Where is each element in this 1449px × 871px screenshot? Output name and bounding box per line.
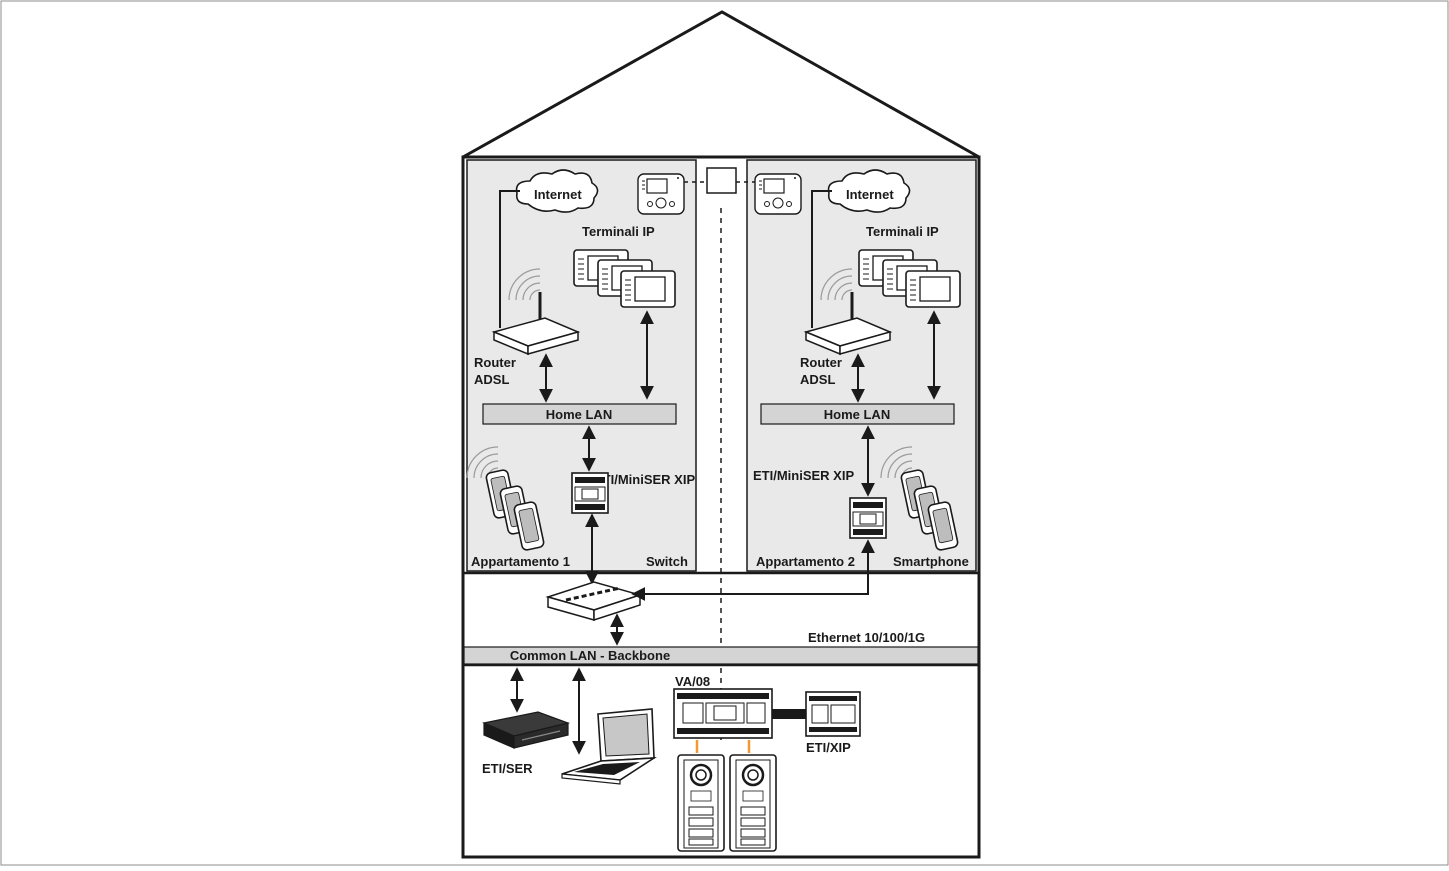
eti-ser-label: ETI/SER: [482, 761, 533, 776]
va08-device-icon: [673, 688, 773, 739]
laptop-icon: [561, 708, 657, 785]
home-lan-label-right: Home LAN: [824, 407, 890, 422]
internet-label-left: Internet: [534, 187, 582, 202]
router-icon-right: [803, 317, 893, 356]
router-icon-left: [491, 317, 581, 356]
adsl-label-left: ADSL: [474, 372, 509, 387]
ethernet-label: Ethernet 10/100/1G: [808, 630, 925, 645]
eti-miniser-label-left: ETI/MiniSER XIP: [594, 472, 695, 487]
eti-xip-label: ETI/XIP: [806, 740, 851, 755]
home-lan-bar-right: [760, 403, 955, 425]
home-lan-label-left: Home LAN: [546, 407, 612, 422]
router-label-left: Router: [474, 355, 516, 370]
internet-line-left: [499, 190, 520, 328]
appartamento-1-label: Appartamento 1: [471, 554, 570, 569]
common-lan-backbone-bar: [463, 646, 979, 665]
va08-label: VA/08: [675, 674, 710, 689]
adsl-label-right: ADSL: [800, 372, 835, 387]
cloud-icon-right: [827, 169, 911, 213]
entrance-panel-icon-2: [728, 753, 778, 853]
router-label-right: Router: [800, 355, 842, 370]
switch-label: Switch: [646, 554, 688, 569]
arrow-eti-right-switch: [631, 539, 875, 601]
terminali-ip-label-right: Terminali IP: [866, 224, 939, 239]
wall-unit-icon-right: [754, 173, 802, 215]
eti-xip-device-icon: [805, 691, 861, 737]
switch-icon: [545, 581, 643, 622]
junction-box-icon: [706, 167, 737, 194]
smartphone-label: Smartphone: [893, 554, 969, 569]
terminali-ip-label-left: Terminali IP: [582, 224, 655, 239]
home-lan-bar-left: [482, 403, 677, 425]
internet-label-right: Internet: [846, 187, 894, 202]
eti-miniser-device-icon-left: [571, 472, 609, 514]
bus-cable: [772, 709, 807, 719]
eti-miniser-label-right: ETI/MiniSER XIP: [753, 468, 854, 483]
eti-miniser-device-icon-right: [849, 497, 887, 539]
common-lan-label: Common LAN - Backbone: [510, 648, 670, 663]
internet-line-right: [811, 190, 832, 328]
ip-terminal-icon-left-3: [620, 270, 676, 308]
wall-unit-icon-left: [637, 173, 685, 215]
cloud-icon-left: [515, 169, 599, 213]
ip-terminal-icon-right-3: [905, 270, 961, 308]
entrance-panel-icon-1: [676, 753, 726, 853]
appartamento-2-label: Appartamento 2: [756, 554, 855, 569]
eti-ser-device-icon: [482, 711, 571, 749]
